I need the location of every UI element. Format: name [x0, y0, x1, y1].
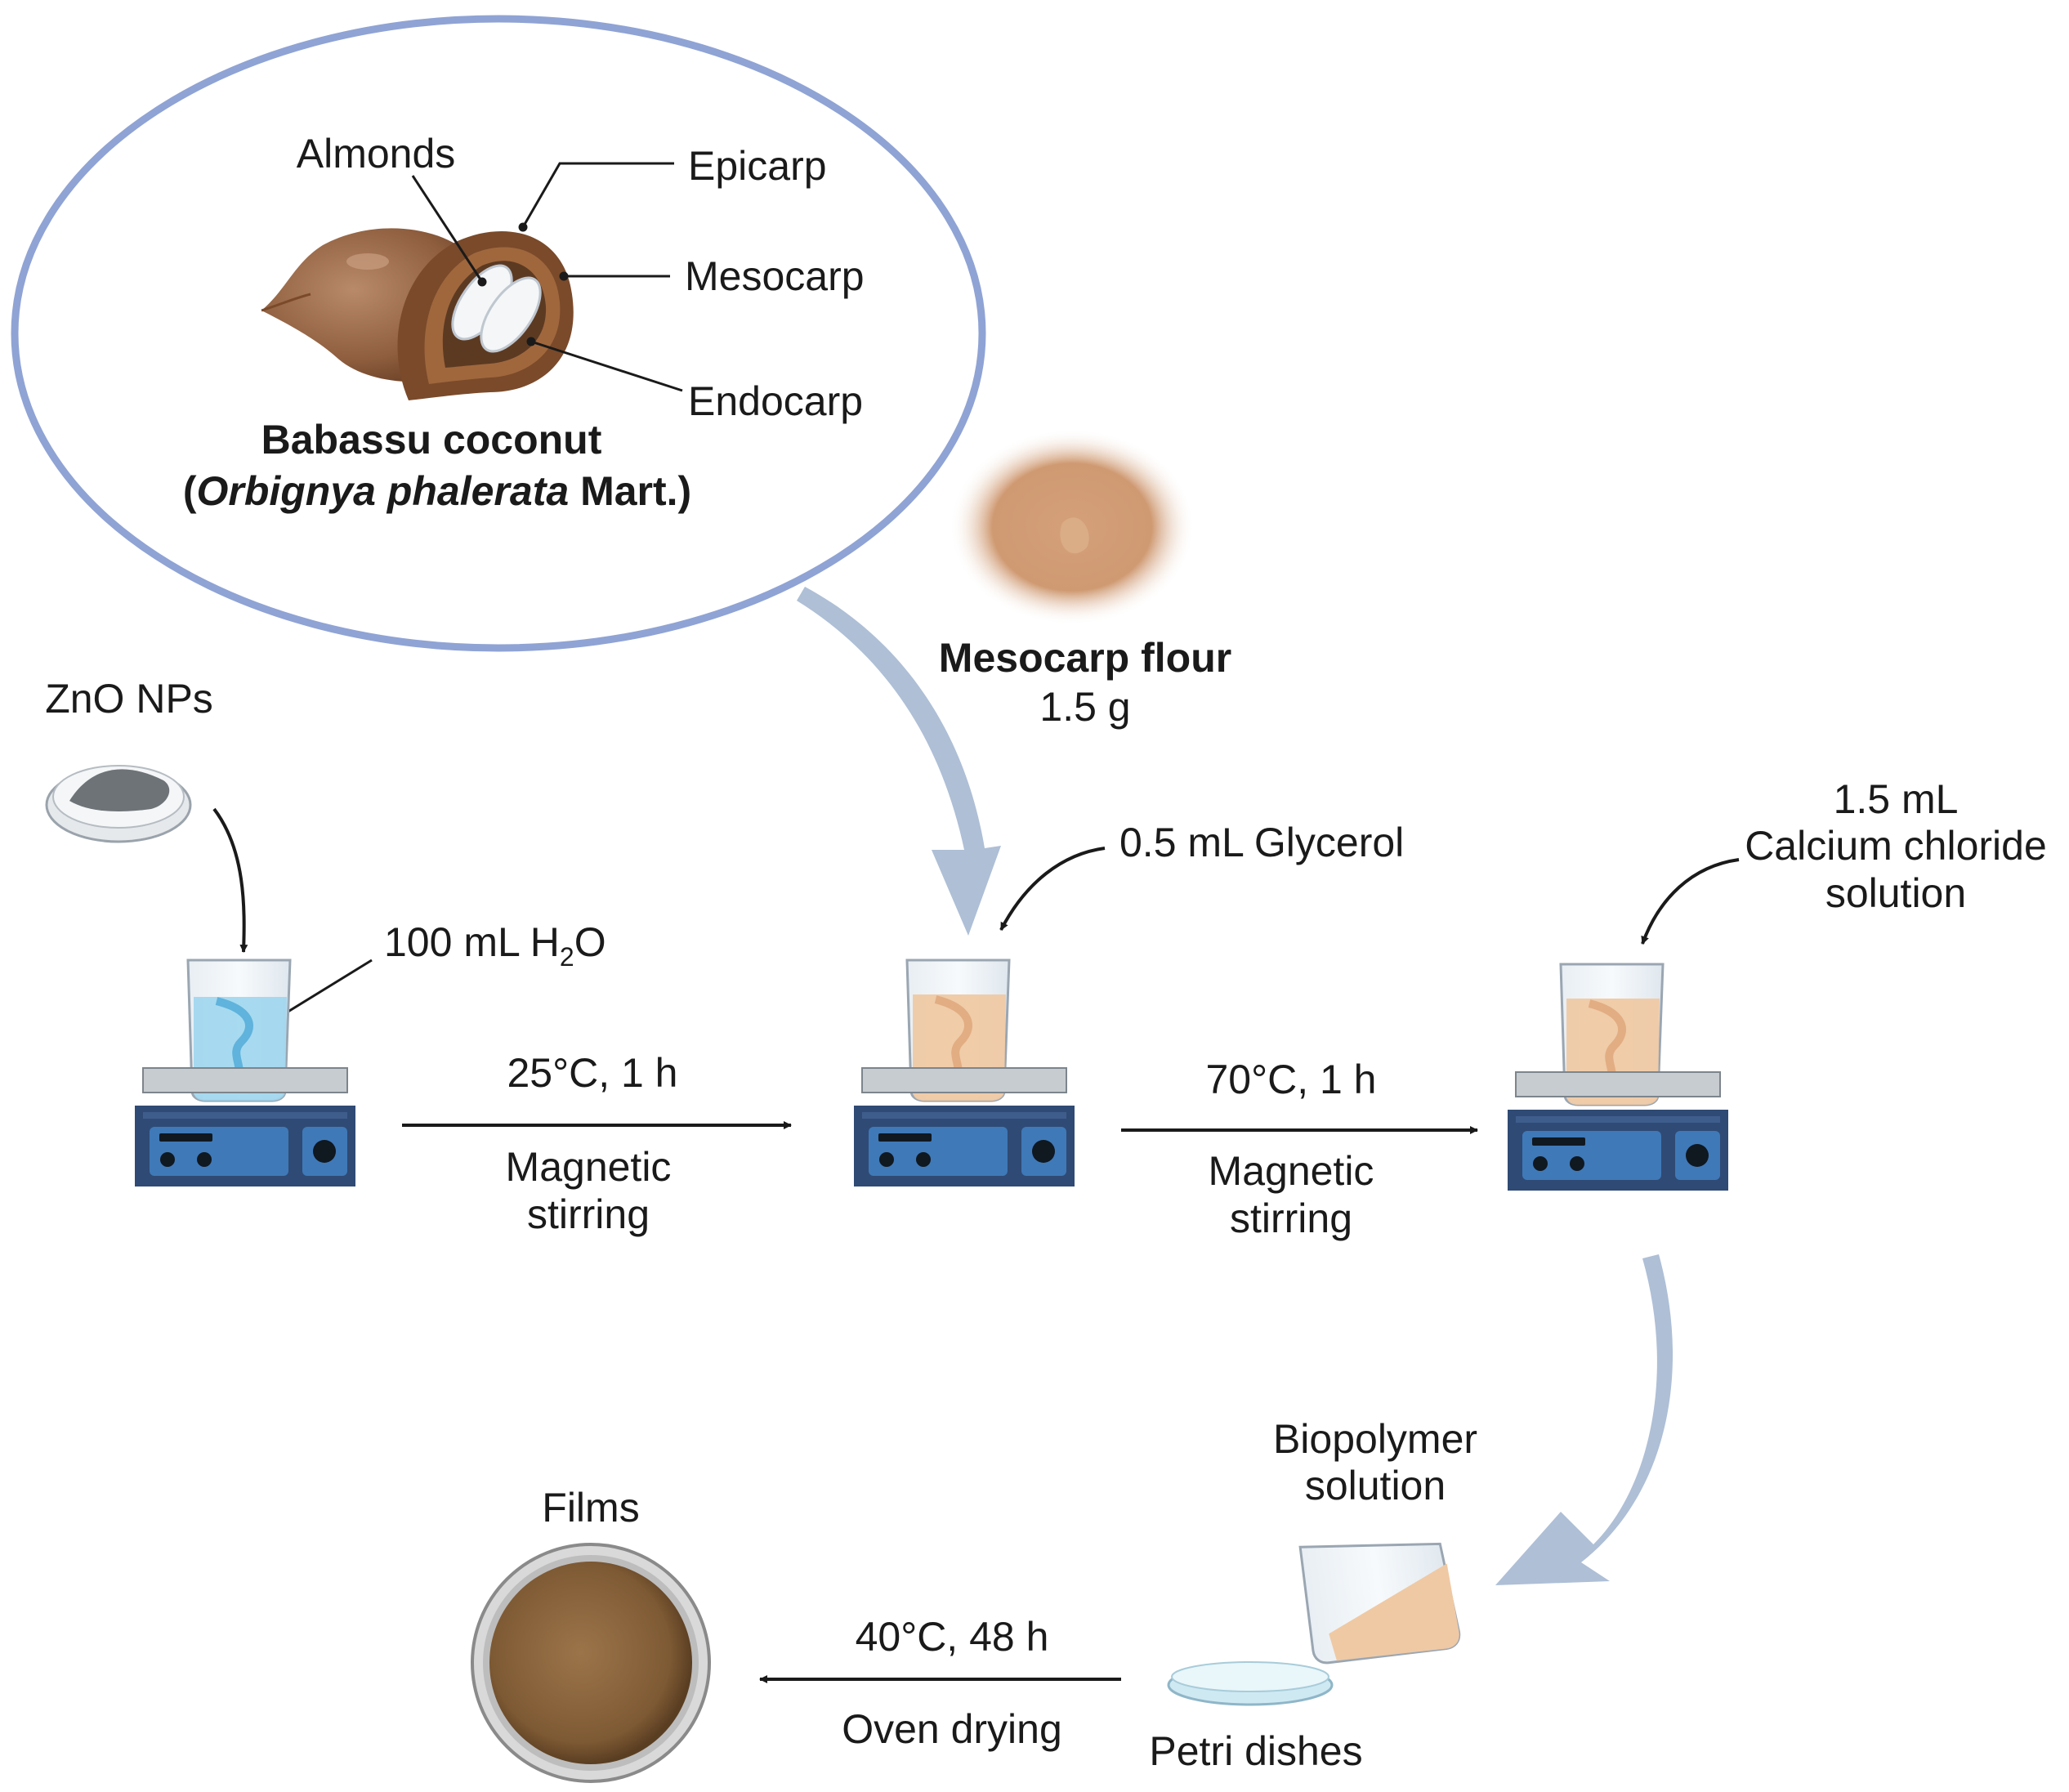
step2-condition: 70°C, 1 h — [1205, 1057, 1376, 1102]
films-label: Films — [542, 1485, 639, 1531]
part-leader-lines — [411, 162, 683, 392]
step2-method-line2: stirring — [1230, 1195, 1352, 1241]
step1-method-line1: Magnetic — [506, 1144, 672, 1190]
stirrer-1-icon — [135, 959, 355, 1186]
calcium-line1: 1.5 mL — [1834, 776, 1959, 822]
pouring-beaker-icon — [1298, 1542, 1461, 1665]
step3-condition: 40°C, 48 h — [856, 1614, 1049, 1660]
petri-dish-icon — [1167, 1661, 1334, 1706]
flow-arrow-to-petri — [1495, 1254, 1674, 1585]
mesocarp-flour-name: Mesocarp flour — [939, 635, 1231, 681]
calcium-line3: solution — [1825, 870, 1966, 916]
label-almonds: Almonds — [297, 131, 456, 177]
petri-label: Petri dishes — [1149, 1728, 1362, 1774]
source-title: Babassu coconut — [261, 417, 602, 463]
step1-condition: 25°C, 1 h — [507, 1050, 677, 1096]
glycerol-label: 0.5 mL Glycerol — [1119, 820, 1404, 865]
stirrer-2-icon — [854, 959, 1075, 1186]
label-endocarp: Endocarp — [688, 378, 863, 424]
source-species: (Orbignya phalerata Mart.) — [183, 468, 691, 514]
step3-method: Oven drying — [842, 1706, 1062, 1752]
water-label: 100 mL H2O — [384, 919, 606, 972]
step2-method-line1: Magnetic — [1209, 1148, 1374, 1194]
step1-method-line2: stirring — [527, 1191, 650, 1237]
zno-dish-icon — [45, 765, 192, 843]
biopolymer-line2: solution — [1305, 1463, 1446, 1508]
babassu-coconut-icon — [261, 228, 574, 400]
label-mesocarp: Mesocarp — [685, 253, 865, 299]
zno-arrow — [212, 807, 248, 953]
glycerol-arrow — [999, 847, 1106, 931]
biopolymer-line1: Biopolymer — [1273, 1416, 1477, 1462]
calcium-line2: Calcium chloride — [1745, 823, 2047, 869]
flow-arrow-to-beaker — [797, 587, 1001, 936]
zno-label: ZnO NPs — [45, 676, 213, 722]
label-epicarp: Epicarp — [688, 143, 827, 189]
mesocarp-flour-amount: 1.5 g — [1039, 684, 1130, 730]
calcium-arrow — [1641, 858, 1740, 945]
film-dish-icon — [471, 1543, 711, 1783]
stirrer-3-icon — [1508, 963, 1728, 1191]
